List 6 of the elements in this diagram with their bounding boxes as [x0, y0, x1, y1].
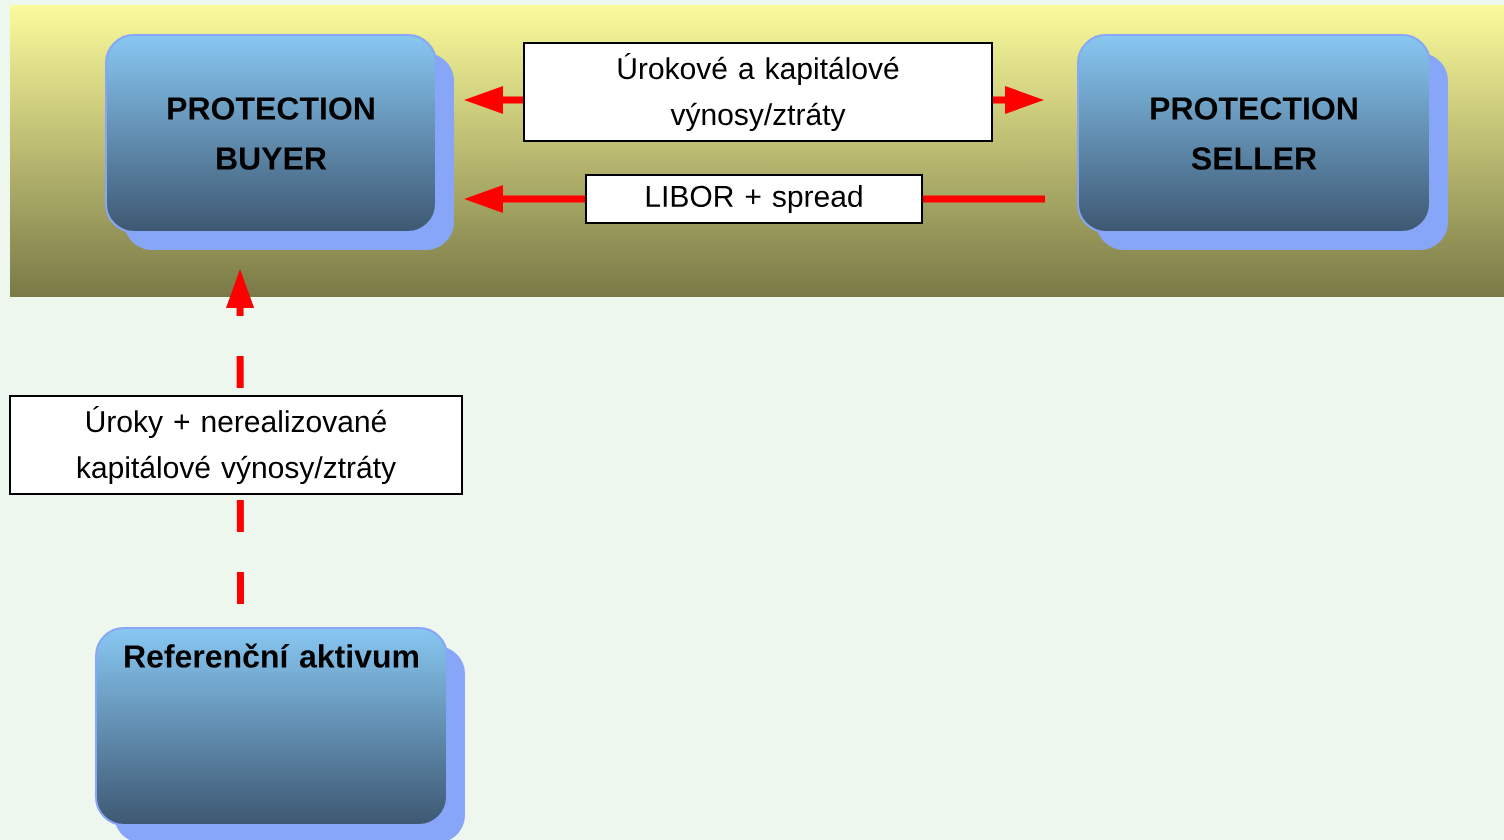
edge-label: Úrokové a kapitálové výnosy/ztráty — [523, 41, 993, 143]
edge-label: Úroky + nerealizované kapitálové výnosy/ztráty — [9, 394, 463, 496]
party-box: Referenční aktivum — [95, 627, 465, 840]
party-box: PROTECTION SELLER — [1077, 34, 1448, 250]
edge-label: LIBOR + spread — [585, 174, 923, 224]
party-box: PROTECTION BUYER — [105, 34, 454, 250]
